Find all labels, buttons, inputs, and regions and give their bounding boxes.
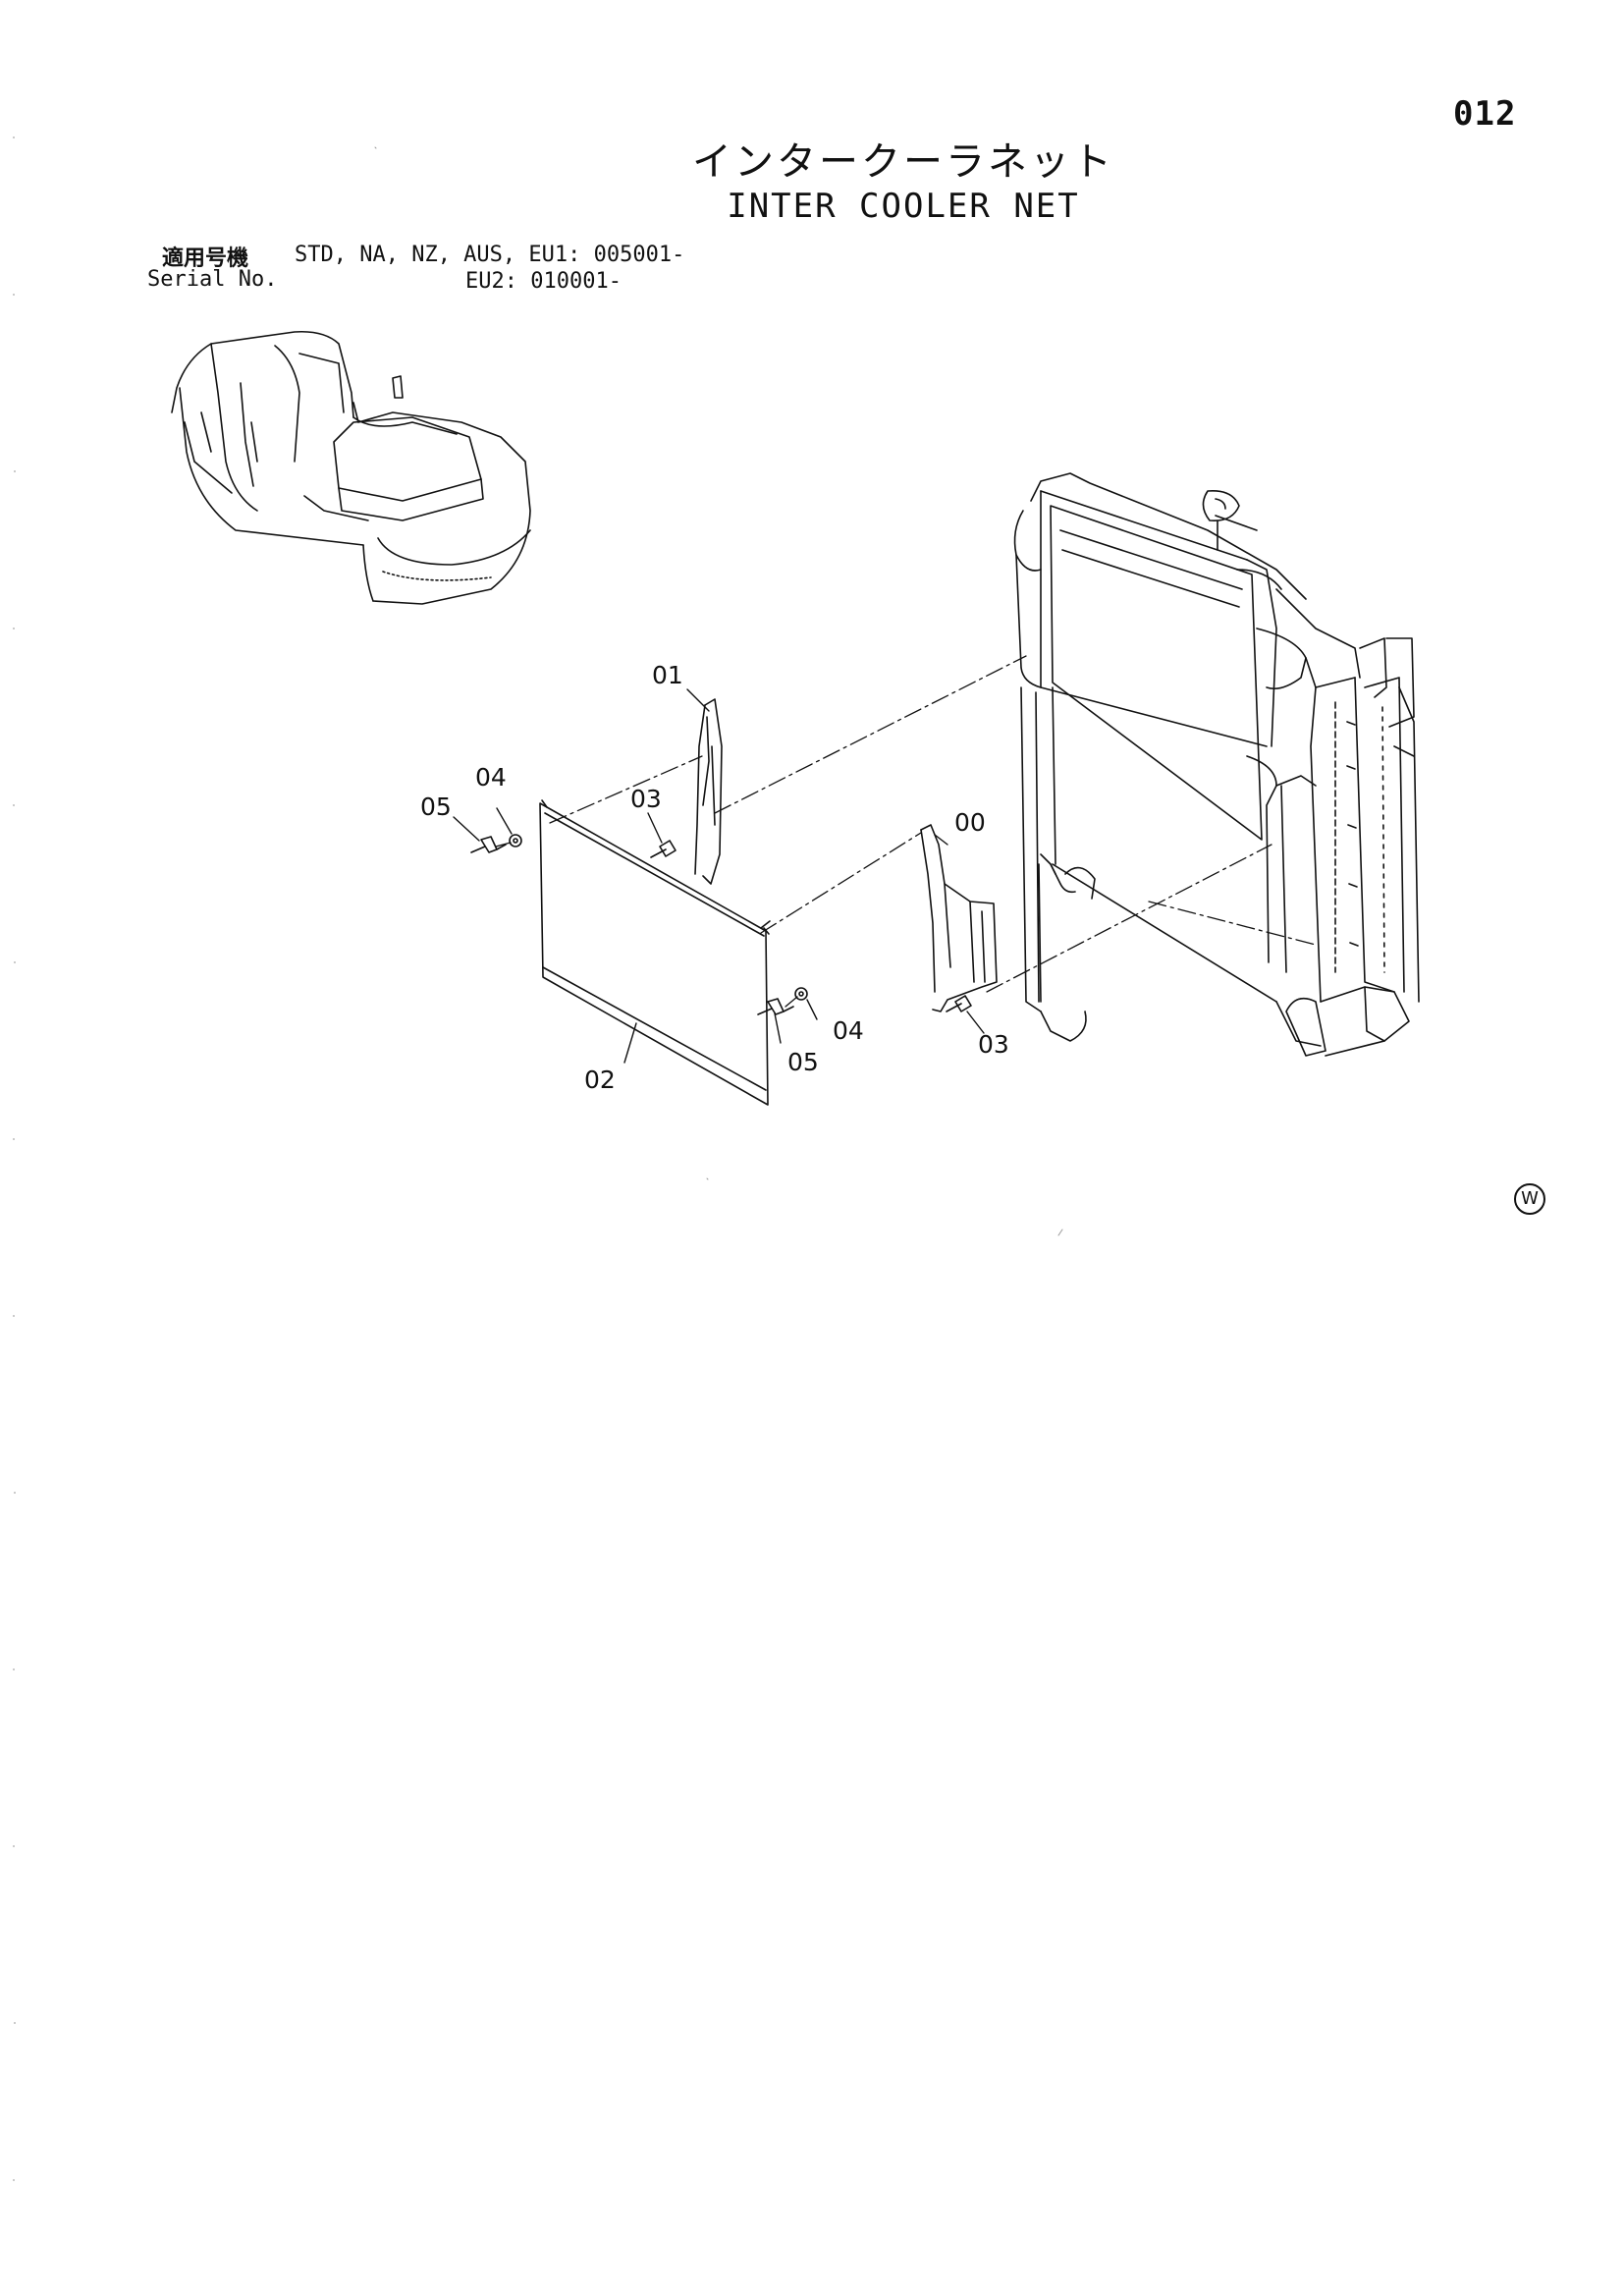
callout-05-right: 05 [787,1048,819,1076]
callout-04-right: 04 [833,1016,864,1045]
bracket-00 [920,824,998,1012]
title-japanese: インタークーラネット [692,139,1114,185]
serial-label-japanese: 適用号機 [162,246,249,271]
inter-cooler-net-panel [539,799,771,1106]
excavator-thumbnail [171,330,531,605]
scan-edge-dots [13,137,16,2181]
title-english: INTER COOLER NET [727,187,1080,226]
callout-03-right: 03 [978,1030,1009,1059]
hardware [470,834,972,1015]
callout-02: 02 [584,1066,616,1094]
callout-labels: 01 00 03 04 05 02 04 05 03 [420,661,1009,1094]
serial-label-english: Serial No. [147,267,278,292]
assembly-lines [495,655,1317,1008]
serial-range-line-2: EU2: 010001- [465,269,622,294]
callout-04-left: 04 [475,763,507,792]
page-number: 012 [1453,94,1517,134]
leader-lines [453,688,985,1064]
bracket-01 [694,698,723,885]
callout-03-left: 03 [630,785,662,813]
callout-00: 00 [954,808,986,837]
scan-specks [374,146,1063,1236]
callout-05-left: 05 [420,793,452,821]
serial-range-line-1: STD, NA, NZ, AUS, EU1: 005001- [295,243,685,267]
callout-01: 01 [652,661,683,689]
radiator-assembly [1013,472,1420,1057]
watermark-logo: W [1514,1183,1545,1215]
